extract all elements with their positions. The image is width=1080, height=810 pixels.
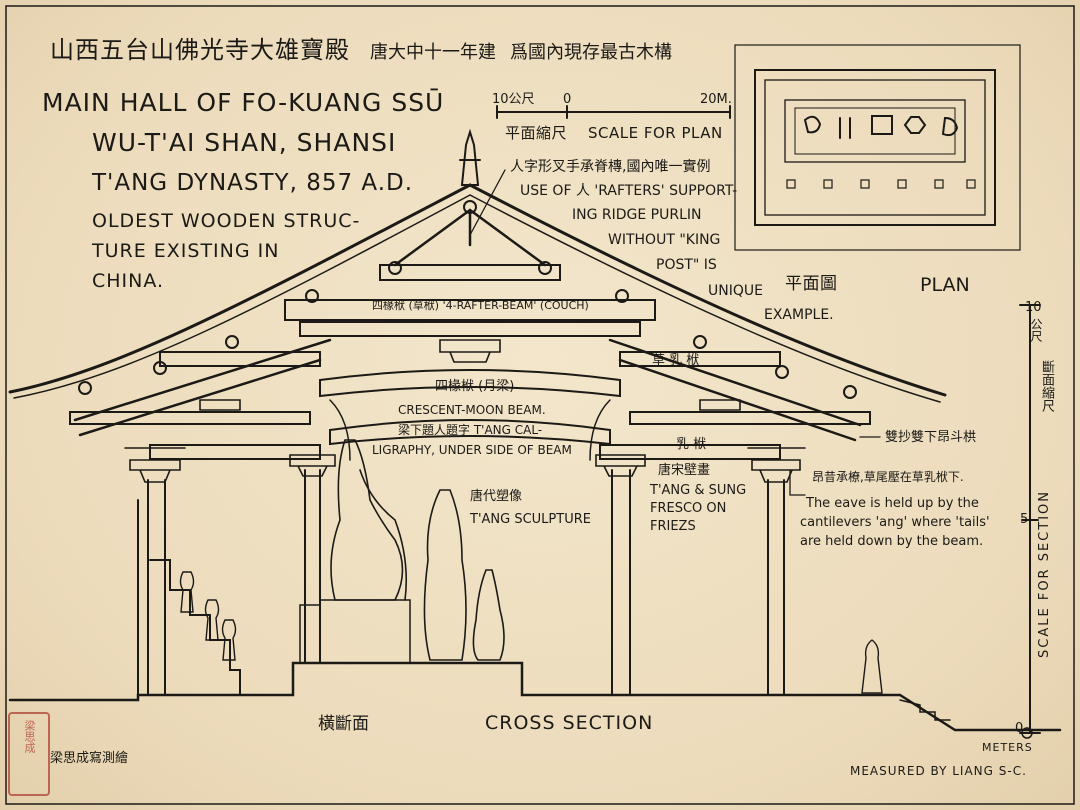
plan-label-english: PLAN <box>920 274 970 296</box>
section-scale-bottom: 0 <box>1015 721 1024 736</box>
rafter-note-line-3: WITHOUT "KING <box>608 232 721 248</box>
four-rafter-beam-label: 四椽栿 (草栿) '4-RAFTER-BEAM' (COUCH) <box>372 299 589 312</box>
chinese-note: 爲國內現存最古木構 <box>510 42 672 63</box>
rafter-note-line-6: EXAMPLE. <box>764 307 834 323</box>
right-steps <box>899 699 951 721</box>
eave-chinese: 昂昔承橑,草尾壓在草乳栿下. <box>812 470 964 484</box>
purlins <box>78 261 857 399</box>
section-scale-top-unit: 公尺 <box>1029 318 1043 342</box>
columns <box>147 469 785 696</box>
ang-cantilever-left <box>73 338 332 437</box>
eave-line-3: are held down by the beam. <box>800 534 984 549</box>
buddha-sculptures <box>330 439 505 661</box>
cross-section-chinese: 橫斷面 <box>318 714 369 734</box>
roof-right-slope <box>468 183 947 397</box>
section-scale-top: 10 <box>1025 300 1042 315</box>
altar-platform <box>299 599 411 664</box>
cross-section-english: CROSS SECTION <box>485 712 654 734</box>
title-line-1: MAIN HALL OF FO-KUANG SSŪ <box>42 88 445 117</box>
title-line-2: WU-T'AI SHAN, SHANSI <box>92 128 397 157</box>
title-line-3: T'ANG DYNASTY, 857 A.D. <box>92 170 414 196</box>
plan-label-chinese: 平面圖 <box>785 274 838 294</box>
ridge-ornament <box>459 128 481 186</box>
rafter-note-line-4: POST" IS <box>656 257 717 273</box>
plan-scale-right: 20M. <box>700 92 732 107</box>
fresco-chinese: 唐宋壁畫 <box>658 463 711 478</box>
credit-chinese: 梁思成寫測繪 <box>50 751 129 766</box>
leader-rafter <box>469 169 506 236</box>
credit-english: MEASURED BY LIANG S-C. <box>850 764 1027 778</box>
bracket-chinese: 雙抄雙下昂斗栱 <box>885 430 977 445</box>
rafter-note-line-5: UNIQUE <box>708 283 763 299</box>
plan-scale-zero: 0 <box>563 92 572 107</box>
stair <box>137 499 241 696</box>
artist-seal: 梁思成 <box>8 712 50 796</box>
description-line-1: OLDEST WOODEN STRUC- <box>92 210 361 232</box>
description-line-3: CHINA. <box>92 270 165 292</box>
fresco-line-2: FRESCO ON <box>650 501 727 516</box>
interior-arch <box>329 399 611 461</box>
eave-line-2: cantilevers 'ang' where 'tails' <box>800 515 990 530</box>
plan-drawing <box>734 44 1021 251</box>
section-scale-bar <box>1019 304 1041 734</box>
leader-eave <box>789 469 806 496</box>
beams <box>69 264 871 460</box>
sculpture-english: T'ANG SCULPTURE <box>470 512 591 527</box>
cao-ru-fu-label: 草 乳 栿 <box>652 353 700 368</box>
plan-scale-chinese: 平面縮尺 <box>505 124 568 142</box>
cha-shou-rafters <box>393 208 547 267</box>
plan-scale-left: 10公尺 <box>492 92 535 107</box>
roof-right-slope-inner <box>469 194 941 403</box>
rafter-note-chinese: 人字形叉手承脊槫,國內唯一實例 <box>510 159 711 175</box>
roof-left-slope <box>8 183 472 394</box>
section-scale-label: SCALE FOR SECTION <box>1037 490 1052 658</box>
scale-figures <box>179 571 883 694</box>
description-line-2: TURE EXISTING IN <box>92 240 280 262</box>
crescent-beam-line-1: CRESCENT-MOON BEAM. <box>398 403 546 417</box>
section-scale-mid: 5 <box>1020 512 1029 527</box>
eave-line-1: The eave is held up by the <box>806 496 979 511</box>
rafter-note-line-2: ING RIDGE PURLIN <box>572 207 702 223</box>
plan-scale-bar <box>496 105 731 119</box>
section-scale-unit: METERS <box>982 741 1033 754</box>
crescent-beam-line-3: LIGRAPHY, UNDER SIDE OF BEAM <box>372 443 572 457</box>
plan-scale-english: SCALE FOR PLAN <box>588 124 723 142</box>
chinese-title: 山西五台山佛光寺大雄寶殿 <box>50 36 350 64</box>
chinese-date: 唐大中十一年建 <box>370 42 496 63</box>
bracket-sets <box>124 339 806 483</box>
ru-fu-label: 乳 栿 <box>676 437 707 452</box>
fresco-line-1: T'ANG & SUNG <box>650 483 747 498</box>
ridge-purlin <box>463 200 477 214</box>
sheet-border <box>5 5 1075 805</box>
fresco-line-3: FRIEZS <box>650 519 696 534</box>
sculpture-chinese: 唐代塑像 <box>470 489 523 504</box>
rafter-note-line-1: USE OF 人 'RAFTERS' SUPPORT- <box>520 183 738 199</box>
roof-left-slope-inner <box>13 194 471 399</box>
crescent-beam-chinese: 四椽栿 (月梁) <box>435 379 515 394</box>
section-scale-chinese: 斷面縮尺 <box>1039 360 1054 412</box>
crescent-beam-line-2: 梁下題人題字 T'ANG CAL- <box>398 423 543 437</box>
